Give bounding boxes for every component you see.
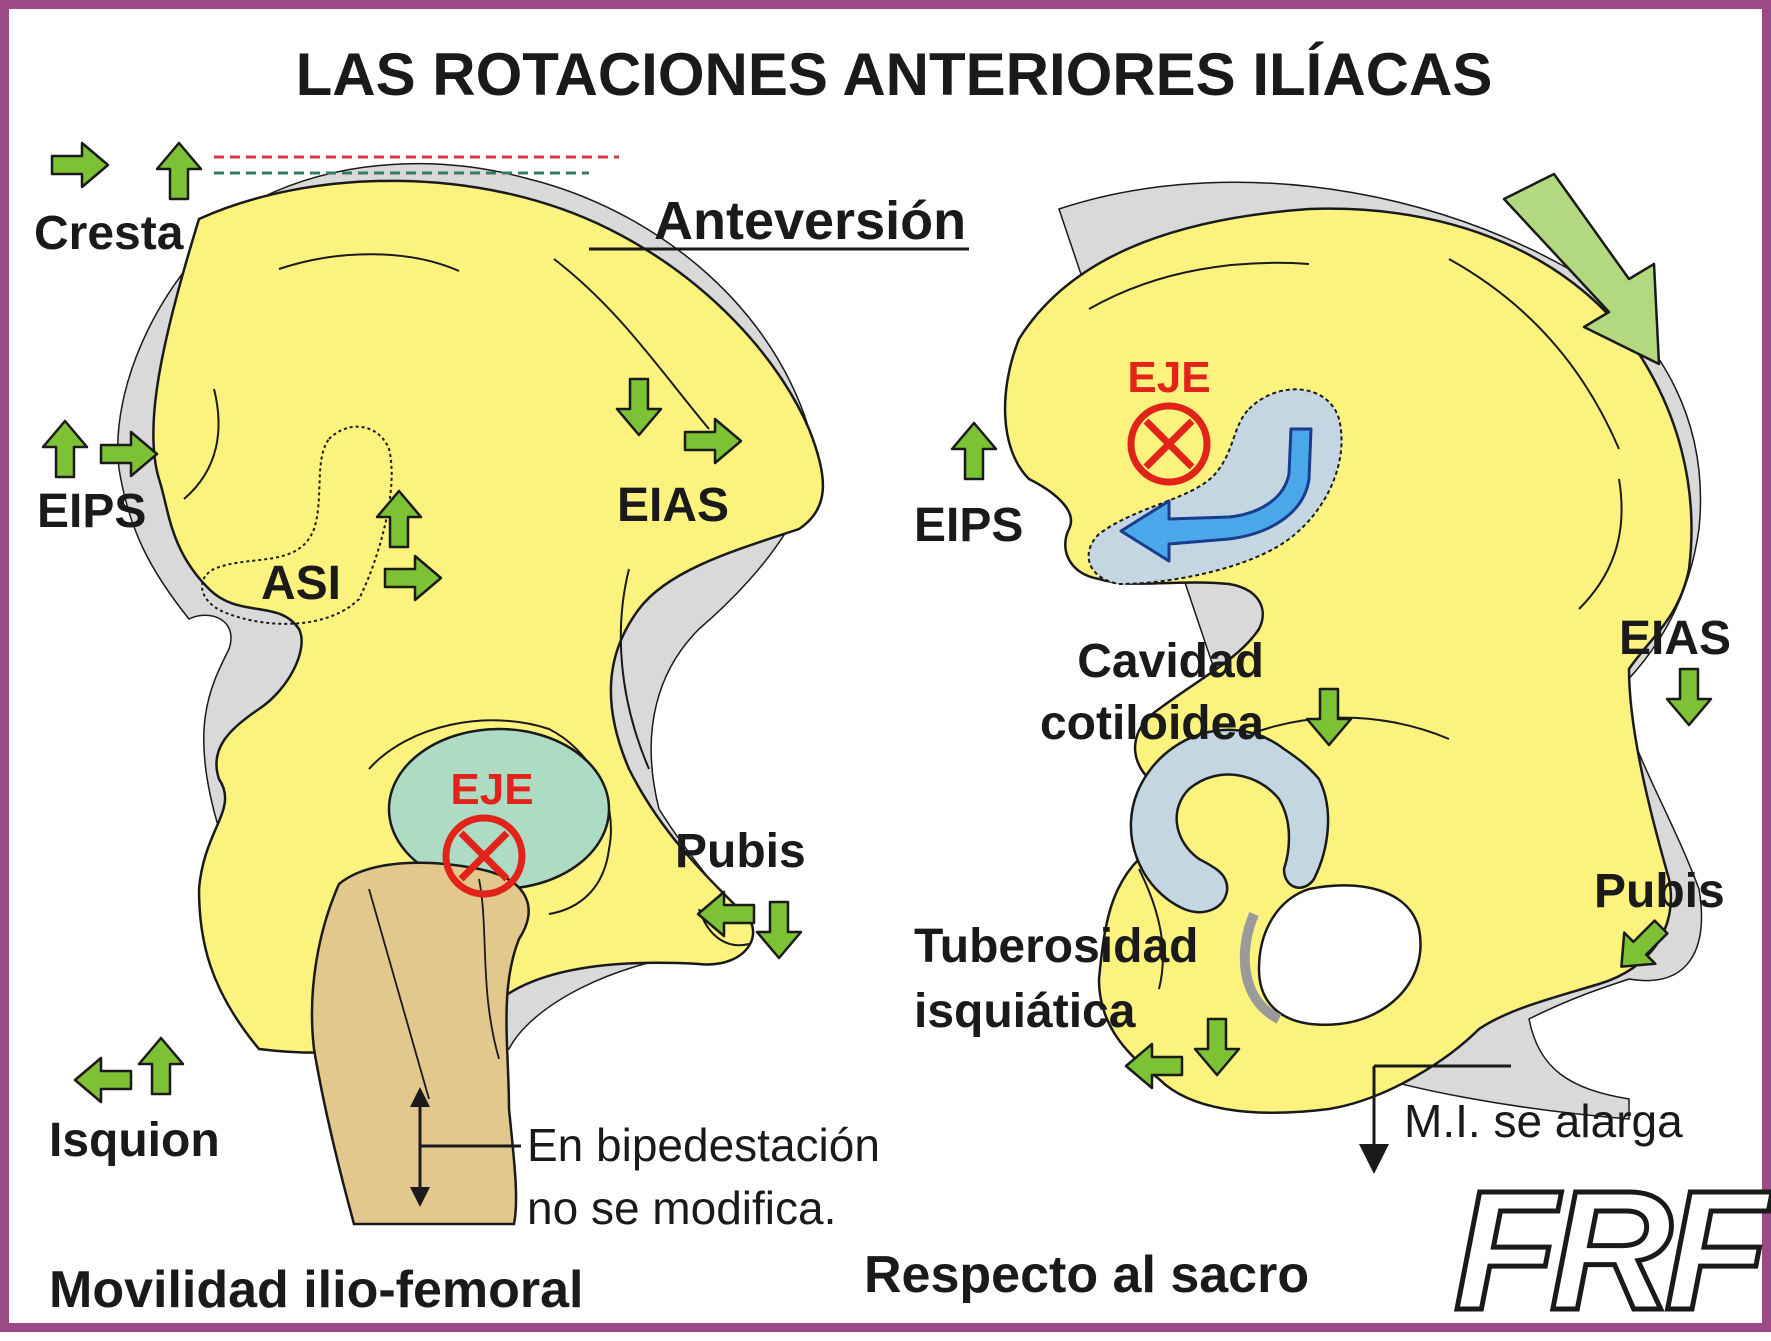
- eje-label-left: EJE: [450, 765, 533, 814]
- pelvis-rotation-diagram: LAS ROTACIONES ANTERIORES ILÍACAS: [34, 41, 1771, 1341]
- eje-label-right: EJE: [1127, 353, 1210, 402]
- crest-up-arrow: [155, 141, 203, 201]
- acetabulum: [1129, 728, 1330, 914]
- left-contour-2: [553, 258, 710, 430]
- left-caption: Movilidad ilio-femoral: [49, 1261, 584, 1319]
- axis-circle-left: [442, 814, 526, 898]
- pubis-label-left: Pubis: [675, 825, 806, 878]
- cresta-label: Cresta: [34, 207, 184, 260]
- right-axis-symbol: [1127, 402, 1211, 486]
- eips-label-left: EIPS: [37, 485, 146, 538]
- anteversion-heading: Anteversión: [654, 191, 966, 251]
- axis-cross-left-b: [458, 830, 510, 882]
- eias-label-left: EIAS: [617, 479, 729, 532]
- eips-up-arrow: [41, 419, 89, 479]
- pubis-down-arrow: [755, 900, 803, 960]
- indicator-up-head: [410, 1087, 430, 1107]
- right-contour-1: [1088, 261, 1310, 310]
- tuberosidad-label-2: isquiática: [914, 985, 1136, 1038]
- isquion-left-arrow: [73, 1056, 133, 1104]
- bipedestacion-note-2: no se modifica.: [527, 1182, 836, 1234]
- left-axis-symbol: [442, 814, 526, 898]
- left-ilium-body: [152, 179, 825, 1054]
- frf-logo: FRF: [1452, 1154, 1771, 1341]
- left-contour-4: [619, 568, 650, 770]
- asi-label: ASI: [261, 557, 341, 610]
- eias-down-arrow-right: [1665, 667, 1713, 727]
- right-contour-2: [1448, 258, 1620, 450]
- cavidad-label-2: cotiloidea: [1040, 697, 1264, 750]
- page-title: LAS ROTACIONES ANTERIORES ILÍACAS: [296, 41, 1493, 108]
- crest-right-arrow: [50, 141, 110, 189]
- logo-text: FRF: [1454, 1156, 1771, 1341]
- left-contour-1: [278, 253, 460, 272]
- pubis-label-right: Pubis: [1594, 865, 1725, 918]
- left-contour-3: [183, 388, 220, 500]
- eips-up-arrow-right: [950, 421, 998, 481]
- right-contour-5: [1138, 868, 1164, 990]
- obturator-foramen: [1257, 884, 1422, 1026]
- left-ilium: [117, 162, 825, 1226]
- isquion-label: Isquion: [49, 1114, 220, 1167]
- anterior-rotation-big-arrow: [1502, 172, 1661, 366]
- cavidad-label-1: Cavidad: [1077, 635, 1264, 688]
- axis-circle-right: [1127, 402, 1211, 486]
- eips-label-right: EIPS: [914, 499, 1023, 552]
- indicator-down-head: [410, 1187, 430, 1207]
- femur: [310, 861, 530, 1226]
- right-hip-bone: [1003, 181, 1703, 1120]
- obturator-shadow: [1239, 912, 1282, 1024]
- blue-rotation-arrow: [1119, 427, 1313, 563]
- right-contour-3: [1578, 478, 1623, 610]
- femur-contour: [368, 888, 430, 1100]
- right-caption: Respecto al sacro: [864, 1246, 1309, 1304]
- eias-label-right: EIAS: [1619, 612, 1731, 665]
- limb-down-head: [1359, 1144, 1389, 1174]
- axis-cross-right-b: [1143, 418, 1195, 470]
- limb-note: M.I. se alarga: [1404, 1095, 1683, 1147]
- tuberosidad-label-1: Tuberosidad: [914, 920, 1198, 973]
- bipedestacion-note-1: En bipedestación: [527, 1119, 880, 1171]
- isquion-up-arrow: [137, 1036, 185, 1096]
- sacroiliac-joint-outline: [201, 425, 393, 625]
